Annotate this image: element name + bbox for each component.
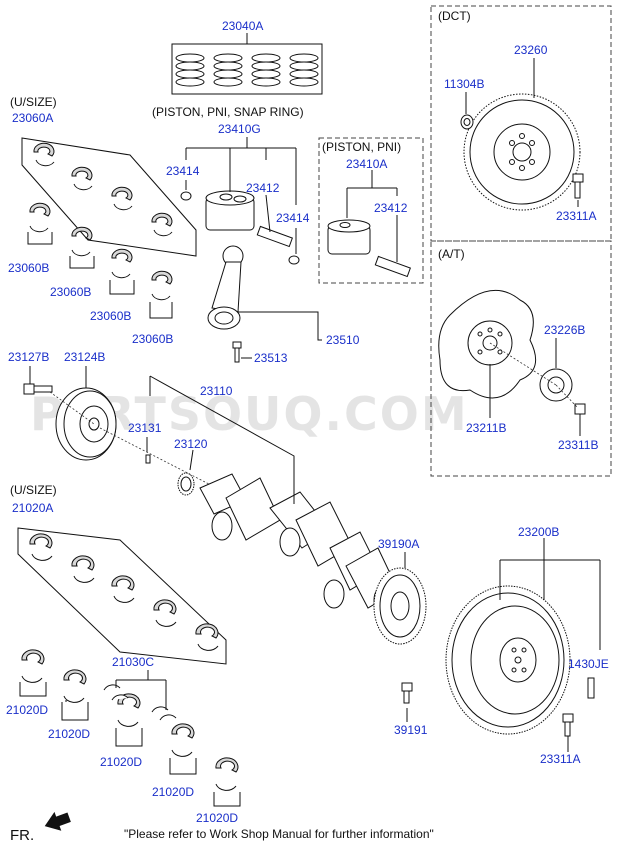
piston-assembly-snap-ring [205, 190, 255, 231]
part-label-23124B[interactable]: 23124B [64, 350, 105, 364]
part-label-23412-b[interactable]: 23412 [374, 201, 408, 215]
piston-ring-set [171, 43, 323, 95]
part-label-23211B[interactable]: 23211B [466, 421, 506, 435]
dct-heading: (DCT) [438, 9, 471, 23]
main-bearing-set [17, 527, 227, 665]
part-label-39191[interactable]: 39191 [394, 723, 428, 737]
at-section: (A/T) [430, 240, 612, 477]
part-label-23414-a[interactable]: 23414 [166, 164, 200, 178]
upper-bearing-set [21, 137, 197, 257]
part-label-23060B-c[interactable]: 23060B [90, 309, 131, 323]
part-label-21030C[interactable]: 21030C [112, 655, 154, 669]
part-label-23410G[interactable]: 23410G [218, 122, 261, 136]
dct-bolt [572, 173, 584, 199]
part-label-23513[interactable]: 23513 [254, 351, 288, 365]
crankshaft-sprocket [177, 472, 195, 496]
usize-heading-bottom: (U/SIZE) [10, 483, 57, 497]
part-label-23226B[interactable]: 23226B [544, 323, 585, 337]
flywheel-assembly [445, 585, 571, 735]
usize-heading-top: (U/SIZE) [10, 95, 57, 109]
piston-pni-box: (PISTON, PNI) [318, 137, 424, 284]
part-label-23410A[interactable]: 23410A [346, 157, 387, 171]
dct-flywheel [463, 93, 581, 211]
part-label-39190A[interactable]: 39190A [378, 537, 419, 551]
part-label-21020D-a[interactable]: 21020D [6, 703, 48, 717]
part-label-23412-a[interactable]: 23412 [246, 181, 280, 195]
part-label-23200B[interactable]: 23200B [518, 525, 559, 539]
part-label-23040A[interactable]: 23040A [222, 19, 263, 33]
crankshaft [199, 473, 399, 615]
at-heading: (A/T) [438, 247, 465, 261]
piston-pni-snap-heading: (PISTON, PNI, SNAP RING) [152, 105, 304, 119]
front-marker: FR. [10, 827, 34, 844]
reluctor-bolt [401, 682, 413, 704]
part-label-23131[interactable]: 23131 [128, 421, 162, 435]
part-label-11304B[interactable]: 11304B [444, 77, 484, 91]
crankshaft-key [145, 454, 151, 464]
part-label-23260[interactable]: 23260 [514, 43, 548, 57]
part-label-23060B-d[interactable]: 23060B [132, 332, 173, 346]
snap-ring [180, 191, 300, 265]
piston-pin [256, 225, 293, 248]
reluctor-ring [373, 567, 427, 645]
part-label-1430JE[interactable]: 1430JE [568, 657, 609, 671]
part-label-21020D-b[interactable]: 21020D [48, 727, 90, 741]
part-label-23414-b[interactable]: 23414 [276, 211, 310, 225]
dct-pilot-bushing [460, 114, 474, 130]
thrust-washers [103, 670, 177, 721]
part-label-21020D-d[interactable]: 21020D [152, 785, 194, 799]
part-label-23110[interactable]: 23110 [200, 384, 233, 398]
crankshaft-pulley-bolt [23, 383, 53, 395]
part-label-21020A[interactable]: 21020A [12, 501, 53, 515]
connecting-rod-bolt [232, 341, 242, 363]
part-label-23120[interactable]: 23120 [174, 437, 208, 451]
footer-note: "Please refer to Work Shop Manual for fu… [124, 827, 434, 841]
connecting-rod [207, 245, 244, 330]
part-label-23311B[interactable]: 23311B [558, 438, 598, 452]
piston-pni-heading: (PISTON, PNI) [322, 140, 401, 154]
part-label-23311A-b[interactable]: 23311A [540, 752, 580, 766]
dowel-pin [587, 677, 595, 699]
at-drive-plate [438, 289, 537, 399]
part-label-21020D-c[interactable]: 21020D [100, 755, 142, 769]
at-bolt [574, 403, 586, 415]
upper-bearing-singles [27, 202, 173, 319]
part-label-23510[interactable]: 23510 [326, 333, 360, 347]
part-label-23311A-a[interactable]: 23311A [556, 209, 596, 223]
part-label-23127B[interactable]: 23127B [8, 350, 49, 364]
part-label-23060B-a[interactable]: 23060B [8, 261, 49, 275]
crankshaft-pulley [55, 387, 117, 461]
part-label-23060A[interactable]: 23060A [12, 111, 53, 125]
part-label-21020D-e[interactable]: 21020D [196, 811, 238, 825]
front-direction-arrow [44, 811, 71, 831]
part-label-23060B-b[interactable]: 23060B [50, 285, 91, 299]
flywheel-bolt [562, 713, 574, 737]
main-bearing-singles [19, 649, 241, 807]
